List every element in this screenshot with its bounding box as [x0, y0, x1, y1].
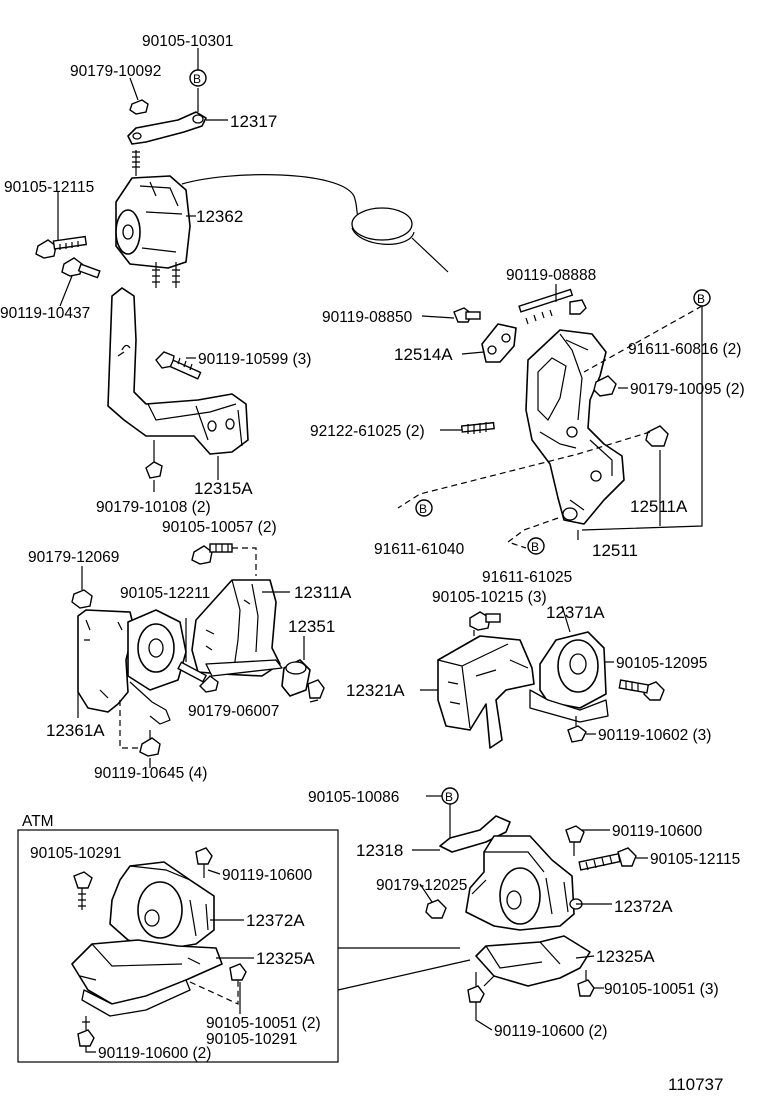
- atm-frame: [17, 829, 339, 1063]
- label-atm-90105-10291-2: 90105-10291: [206, 1031, 297, 1048]
- bolt-badge-b: [415, 499, 433, 517]
- label-atm-90105-10051: 90105-10051 (2): [206, 1015, 321, 1032]
- label-atm-90119-10600: 90119-10600: [222, 867, 313, 884]
- label-90119-10600: 90119-10600: [612, 823, 703, 840]
- bracket-12514A: [481, 323, 517, 363]
- label-90119-10437: 90119-10437: [0, 305, 90, 322]
- label-atm-90105-10291: 90105-10291: [30, 845, 121, 862]
- label-12361A: 12361A: [46, 721, 105, 740]
- label-12315A: 12315A: [194, 479, 253, 498]
- b-badges: B B B B B: [189, 69, 711, 805]
- part-labels: 90105-10301 90179-10092 12317 90105-1211…: [0, 33, 745, 1094]
- label-91611-61025: 91611-61025: [482, 569, 572, 586]
- badge-letter: B: [193, 72, 201, 86]
- label-90119-10645: 90119-10645 (4): [94, 765, 207, 782]
- label-90119-08888: 90119-08888: [506, 267, 596, 284]
- bracket-12311A: [191, 579, 281, 677]
- stay-12318: [439, 815, 511, 853]
- stay-12317: [127, 111, 207, 145]
- label-91611-60816: 91611-60816 (2): [628, 341, 741, 358]
- label-90105-10086: 90105-10086: [308, 789, 399, 806]
- label-12321A: 12321A: [346, 681, 405, 700]
- badge-letter: B: [419, 502, 427, 516]
- label-12511: 12511: [592, 541, 638, 560]
- label-90105-12115-lower: 90105-12115: [650, 851, 740, 868]
- label-12511A: 12511A: [630, 497, 688, 516]
- label-91611-61040: 91611-61040: [374, 541, 465, 558]
- badge-letter: B: [697, 292, 705, 306]
- rear-bracket-group: [397, 284, 703, 549]
- side-mount-group: [71, 543, 325, 757]
- label-90179-10095: 90179-10095 (2): [630, 381, 745, 398]
- label-atm-12325A: 12325A: [256, 949, 315, 968]
- bracket-12325A: [475, 935, 591, 987]
- label-90105-12115: 90105-12115: [4, 179, 94, 196]
- label-12351: 12351: [288, 617, 335, 636]
- label-90179-12069: 90179-12069: [28, 549, 119, 566]
- label-12362: 12362: [196, 207, 243, 226]
- stay-hole: [192, 114, 204, 124]
- bracket-12361A: [77, 609, 135, 713]
- label-12514A: 12514A: [394, 345, 453, 364]
- label-90105-10051-lower: 90105-10051 (3): [604, 981, 719, 998]
- lower-mount-group: [425, 796, 637, 1031]
- label-92122-61025: 92122-61025 (2): [310, 423, 425, 440]
- bracket-12321A: [437, 635, 535, 749]
- label-12317: 12317: [230, 112, 277, 131]
- front-mount-group: [437, 611, 665, 749]
- label-12318: 12318: [356, 841, 403, 860]
- stay-hole: [132, 132, 142, 140]
- label-90105-12211: 90105-12211: [120, 585, 210, 602]
- label-90105-10215: 90105-10215 (3): [432, 589, 547, 606]
- bolt-badge-b: [527, 537, 545, 555]
- label-90105-10301: 90105-10301: [142, 33, 233, 50]
- atm-box: [17, 829, 471, 1063]
- label-90179-06007: 90179-06007: [188, 703, 279, 720]
- label-12371A: 12371A: [546, 603, 605, 622]
- badge-letter: B: [445, 790, 453, 804]
- leader-lines: [57, 48, 648, 1053]
- label-90105-10057: 90105-10057 (2): [162, 519, 277, 536]
- upper-mount-group: [35, 88, 449, 479]
- label-atm: ATM: [22, 813, 54, 830]
- label-90179-12025: 90179-12025: [376, 877, 467, 894]
- label-90119-08850: 90119-08850: [322, 309, 413, 326]
- engine-hose-end: [351, 207, 413, 241]
- bolt-badge-b: [693, 289, 711, 307]
- label-90119-10602: 90119-10602 (3): [598, 727, 711, 744]
- label-12325A: 12325A: [596, 947, 655, 966]
- label-90119-10600-lower: 90119-10600 (2): [494, 1023, 607, 1040]
- badge-letter: B: [531, 540, 539, 554]
- label-90105-12095: 90105-12095: [616, 655, 707, 672]
- label-atm-90119-10600-2: 90119-10600 (2): [98, 1045, 211, 1062]
- bracket-12315A: [107, 287, 249, 455]
- label-12372A: 12372A: [614, 897, 673, 916]
- label-90179-10092: 90179-10092: [70, 63, 161, 80]
- label-90119-10599: 90119-10599 (3): [198, 351, 311, 368]
- atm-bracket-12325A: [71, 939, 223, 1005]
- figure-number: 110737: [668, 1075, 723, 1094]
- nut-90179-10092: [129, 99, 149, 115]
- label-12311A: 12311A: [294, 583, 352, 602]
- label-atm-12372A: 12372A: [246, 911, 305, 930]
- label-90179-10108: 90179-10108 (2): [96, 499, 211, 516]
